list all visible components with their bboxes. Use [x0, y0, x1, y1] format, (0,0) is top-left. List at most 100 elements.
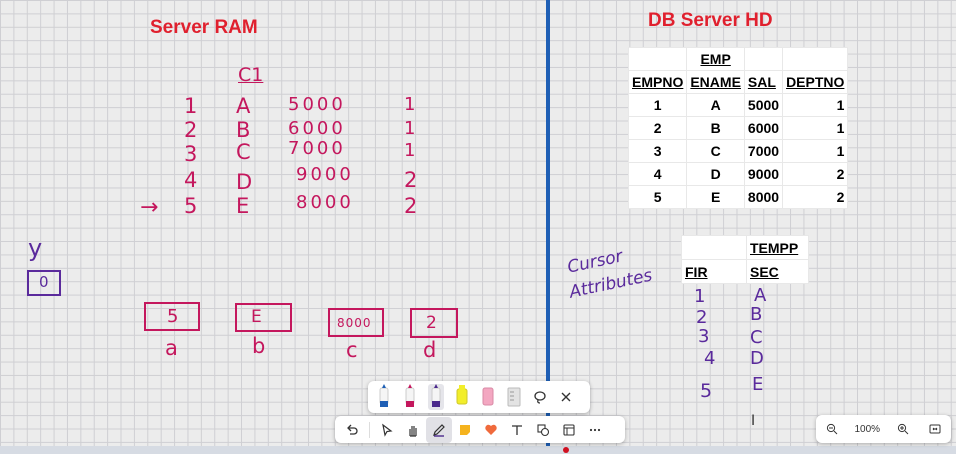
pen-tool-button[interactable]: [426, 416, 452, 443]
tempp-title-row: TEMPP: [681, 235, 809, 260]
zoom-in-icon: [897, 423, 908, 435]
table-cell: 9000: [743, 162, 784, 186]
variable-b-value: E: [251, 307, 262, 327]
table-cell: 5: [627, 185, 688, 209]
table-row: 4 D 9000 2: [627, 162, 849, 186]
pan-tool-button[interactable]: [400, 417, 426, 443]
column-header: EMPNO: [627, 70, 688, 94]
more-options-button[interactable]: [582, 417, 608, 443]
ram-row-dept: 2: [404, 168, 418, 192]
y-variable-value: 0: [39, 273, 49, 291]
text-tool-button[interactable]: [504, 417, 530, 443]
fir-value: 4: [704, 348, 716, 369]
fir-value: 1: [694, 286, 706, 307]
pen-icon: [433, 423, 445, 437]
table-cell: 7000: [743, 139, 784, 163]
variable-d-box: 2: [410, 308, 458, 338]
undo-icon: [347, 424, 358, 435]
shapes-button[interactable]: [530, 417, 556, 443]
pen-pink[interactable]: [402, 384, 418, 410]
variable-b-name: b: [252, 334, 266, 358]
main-toolbar: [335, 416, 625, 443]
ram-row-num: 4: [184, 168, 198, 192]
table-cell: 2: [782, 185, 849, 209]
table-cell: 1: [627, 93, 688, 117]
toolbar-separator: [369, 421, 370, 438]
pen-icon: [379, 384, 389, 407]
ram-row-sal: 7000: [288, 138, 346, 159]
ruler-tool[interactable]: [506, 384, 522, 410]
table-cell: 1: [782, 139, 849, 163]
pen-icon: [405, 384, 415, 407]
hand-icon: [409, 425, 417, 437]
fir-value: 3: [698, 326, 710, 347]
zoom-in-button[interactable]: [893, 416, 913, 442]
table-cell: 4: [627, 162, 688, 186]
eraser-icon: [482, 387, 494, 406]
variable-d-value: 2: [426, 313, 437, 333]
lasso-icon: [534, 391, 546, 404]
highlighter-icon: [456, 385, 468, 405]
table-cell: 2: [627, 116, 688, 140]
pen-purple[interactable]: [428, 384, 444, 410]
heart-icon: [485, 424, 497, 435]
column-header: DEPTNO: [782, 70, 849, 94]
fir-value: 5: [700, 380, 713, 402]
sticky-note-button[interactable]: [452, 417, 478, 443]
emp-table: EMP EMPNO ENAME SAL DEPTNO 1 A 5000 1 2 …: [627, 47, 849, 209]
fit-screen-button[interactable]: [925, 416, 945, 442]
ram-row-num: 1: [184, 94, 198, 118]
zoom-out-icon: [826, 423, 838, 435]
column-header: FIR: [681, 259, 747, 284]
eraser-tool[interactable]: [480, 384, 496, 410]
table-row: 1 A 5000 1: [627, 93, 849, 117]
ram-row-ename: A: [236, 94, 251, 118]
ruler-icon: [507, 387, 521, 407]
variable-c-box: 8000: [328, 308, 384, 337]
table-cell: 1: [782, 93, 849, 117]
table-cell: E: [686, 185, 745, 209]
pen-blue[interactable]: [376, 384, 392, 410]
ram-row-num: 2: [184, 118, 198, 142]
table-row: 3 C 7000 1: [627, 139, 849, 163]
server-ram-heading: Server RAM: [150, 17, 258, 38]
reaction-button[interactable]: [478, 417, 504, 443]
tempp-header-row: FIR SEC: [681, 259, 809, 284]
y-variable-label: y: [28, 234, 43, 262]
column-header: SAL: [743, 70, 784, 94]
db-server-hd-heading: DB Server HD: [648, 10, 773, 31]
variable-a-box: 5: [144, 302, 200, 331]
select-icon: [382, 423, 393, 437]
ram-row-dept: 1: [404, 140, 416, 161]
undo-button[interactable]: [339, 417, 365, 443]
highlighter-yellow[interactable]: [454, 384, 470, 410]
zoom-control: 100%: [816, 415, 951, 443]
tempp-table: TEMPP FIR SEC: [681, 235, 809, 284]
close-palette-button[interactable]: [553, 384, 579, 410]
variable-c-name: c: [346, 338, 358, 362]
sec-value: D: [750, 348, 764, 369]
select-tool-button[interactable]: [374, 417, 400, 443]
sec-value: E: [752, 374, 764, 395]
table-cell: C: [686, 139, 745, 163]
table-cell: D: [686, 162, 745, 186]
sticky-note-icon: [460, 424, 470, 435]
template-button[interactable]: [556, 417, 582, 443]
table-cell: B: [686, 116, 745, 140]
ram-row-ename: E: [236, 194, 250, 218]
zoom-out-button[interactable]: [822, 416, 842, 442]
table-cell: 5000: [743, 93, 784, 117]
canvas-divider: [546, 0, 550, 446]
sec-value: A: [754, 285, 767, 306]
sec-value: B: [750, 304, 763, 325]
ram-row-dept: 1: [404, 94, 416, 115]
ram-row-sal: 8000: [296, 192, 354, 213]
record-indicator: [563, 447, 569, 453]
ram-row-num: 5: [184, 194, 198, 218]
lasso-select-button[interactable]: [527, 384, 553, 410]
table-row: 5 E 8000 2: [627, 185, 849, 209]
ram-row-sal: 5000: [288, 94, 346, 115]
ram-row-ename: B: [236, 118, 251, 142]
y-variable-box: 0: [27, 270, 61, 296]
text-icon: [512, 424, 522, 435]
